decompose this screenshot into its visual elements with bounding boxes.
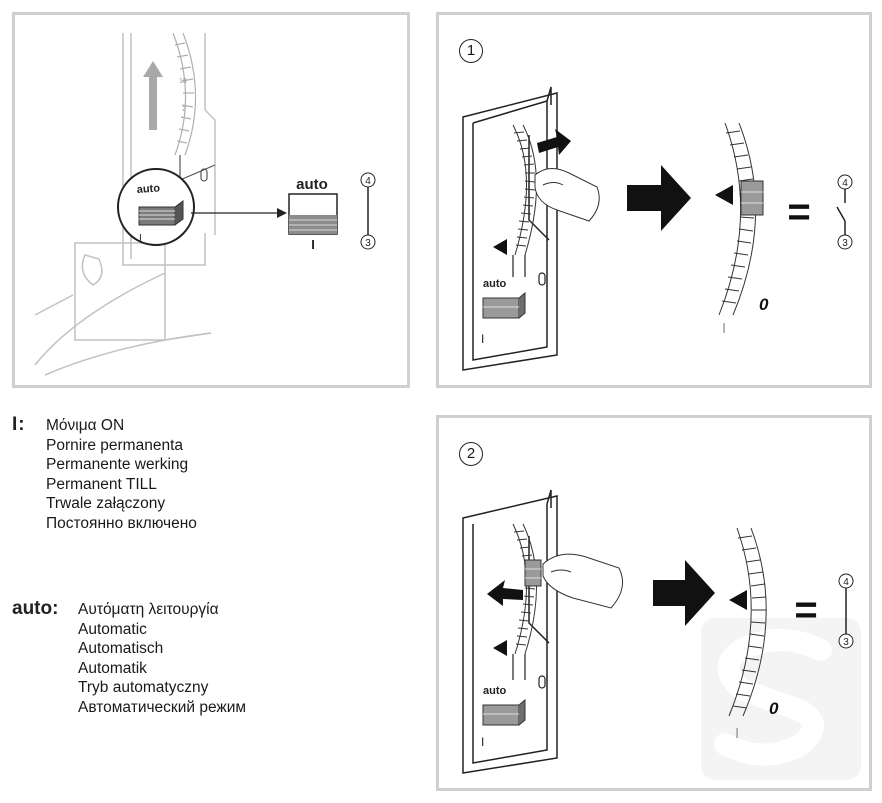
dial-closeup: [728, 527, 767, 717]
terminal-4-label: 4: [365, 176, 371, 187]
closeup-pointer-icon: [729, 590, 747, 610]
device-frame: [462, 489, 558, 774]
time-dial: [512, 523, 537, 655]
legend-on-lines: Μόνιμα ON Pornire permanenta Permanente …: [46, 416, 197, 534]
legend-auto-line: Automatisch: [78, 640, 164, 658]
legend-on-line: Trwale załączony: [46, 495, 166, 513]
zoom-auto-label: auto: [296, 176, 328, 193]
step-2-auto-label: auto: [483, 685, 507, 697]
step-2-equals-sign: =: [794, 588, 817, 632]
zoom-switch-box: [288, 193, 338, 235]
legend-auto-line: Автоматический режим: [78, 698, 247, 716]
dial-pointer-icon: [493, 640, 507, 656]
switch-overview-drawing: 18 2 auto I auto I: [34, 32, 376, 376]
legend-on-line: Permanente werking: [46, 456, 189, 474]
magnified-slider: [138, 200, 184, 226]
legend-permanent-on: I: Μόνιμα ON Pornire permanenta Permanen…: [12, 414, 412, 544]
closeup-pointer-icon: [715, 185, 733, 205]
step-1-drawing: auto I 0 I =: [462, 86, 853, 371]
step-1-equals-sign: =: [787, 190, 810, 234]
step-2-terminal-4: 4: [843, 577, 849, 588]
legend-on-line: Permanent TILL: [46, 475, 157, 493]
magnified-auto-label: auto: [136, 182, 160, 196]
legend-on-key: I:: [12, 414, 26, 435]
up-arrow-icon: [143, 61, 163, 130]
contact-symbol-open: [836, 174, 853, 250]
big-right-arrow-icon: [627, 165, 691, 231]
switch-housing: [179, 155, 216, 182]
zoom-on-symbol: I: [311, 237, 315, 252]
dial-scale: [172, 32, 197, 156]
legend-auto-line: Automatic: [78, 620, 147, 638]
legend-auto-key: auto:: [12, 598, 59, 619]
step-1-terminal-4: 4: [842, 178, 848, 189]
device-frame: [462, 86, 558, 371]
legend-auto-line: Automatik: [78, 659, 147, 677]
step-2-zero-label: 0: [769, 699, 779, 718]
dial-mark-label: 2: [182, 106, 186, 113]
legend-auto-line: Αυτόματη λειτουργία: [78, 601, 219, 618]
contact-symbol-closed: [360, 172, 376, 250]
magnified-on-symbol: I: [139, 233, 142, 244]
step-1-on-symbol: I: [481, 332, 484, 346]
legend-on-line: Μόνιμα ON: [46, 417, 125, 434]
dial-closeup: [718, 122, 757, 316]
dial-stem: [512, 654, 546, 689]
push-right-arrow-icon: [537, 129, 571, 155]
legend-on-line: Pornire permanenta: [46, 436, 183, 454]
big-right-arrow-icon: [653, 560, 715, 626]
panel-switch-overview: 18 2 auto I auto I: [12, 12, 410, 388]
time-dial: [512, 124, 537, 256]
panel-step-2: 2 auto: [436, 415, 872, 791]
closeup-tab-out: [740, 180, 764, 216]
step-2-number: 2: [459, 442, 483, 466]
contact-symbol-closed: [838, 573, 854, 649]
device-sketch: [34, 33, 216, 376]
dial-pointer-icon: [493, 239, 507, 255]
step-2-tab-in: [524, 559, 542, 587]
step-2-drawing: auto I 0 I = 4 3: [462, 489, 861, 780]
step-1-zero-label: 0: [759, 295, 769, 314]
step-1-number: 1: [459, 39, 483, 63]
step-2-terminal-3: 3: [843, 637, 849, 648]
pointer-arrowhead-icon: [277, 208, 287, 218]
step-2-side-symbol: I: [735, 725, 739, 742]
dial-stem: [512, 255, 546, 286]
step-1-side-symbol: I: [722, 320, 726, 337]
step-1-slider: [482, 291, 526, 319]
push-left-arrow-icon: [487, 580, 523, 606]
legend-auto-line: Tryb automatyczny: [78, 679, 209, 697]
step-1-auto-label: auto: [483, 278, 507, 290]
dial-mark-label: 18: [179, 78, 187, 85]
legend-automatic: auto: Αυτόματη λειτουργία Automatic Auto…: [12, 598, 412, 728]
terminal-3-label: 3: [365, 238, 371, 249]
step-2-slider: [482, 698, 526, 726]
watermark-logo: [701, 618, 861, 780]
legend-auto-lines: Αυτόματη λειτουργία Automatic Automatisc…: [78, 600, 246, 718]
finger-sketch: [534, 168, 600, 222]
step-1-terminal-3: 3: [842, 238, 848, 249]
panel-step-1: 1 auto I: [436, 12, 872, 388]
legend-on-line: Постоянно включено: [46, 514, 197, 532]
finger-sketch: [542, 553, 624, 609]
step-2-on-symbol: I: [481, 735, 484, 749]
